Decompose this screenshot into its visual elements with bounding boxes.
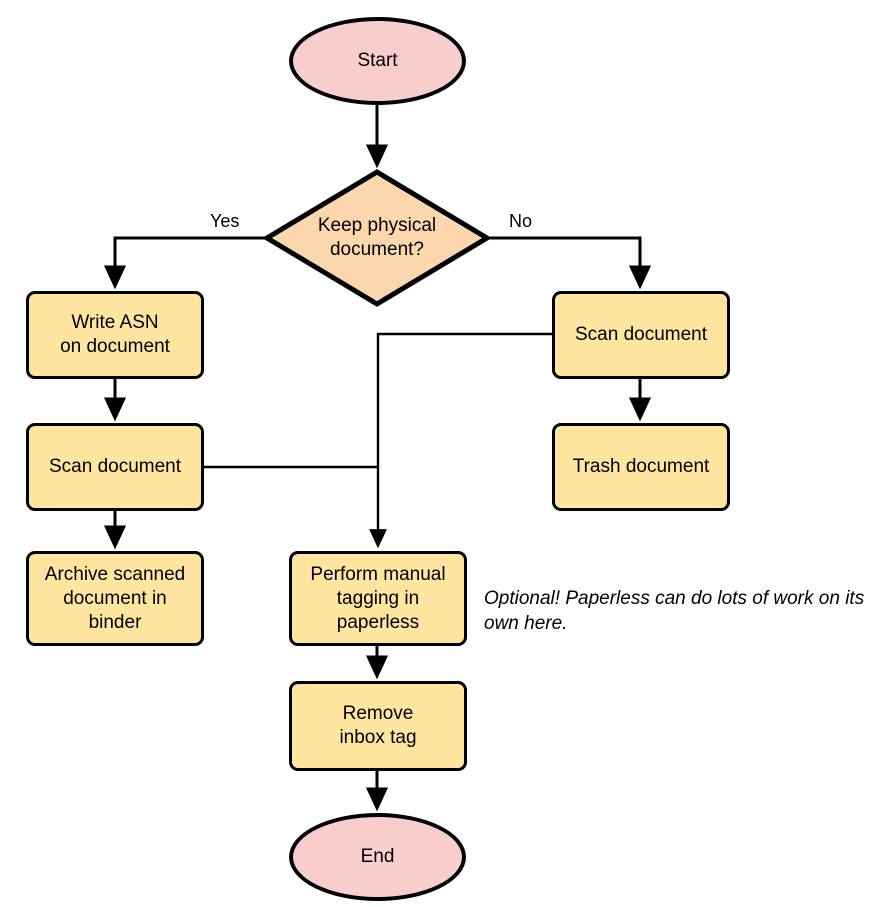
node-end[interactable]: End — [289, 813, 466, 901]
annotation-optional-note-text: Optional! Paperless can do lots of work … — [484, 588, 865, 634]
edge-label-yes: Yes — [210, 211, 239, 231]
annotation-optional-note: Optional! Paperless can do lots of work … — [484, 586, 884, 636]
node-scan-document-left[interactable]: Scan document — [26, 423, 204, 511]
edge-decision-yes-to-write-asn — [103, 236, 265, 290]
node-trash-document-label: Trash document — [572, 456, 710, 477]
node-trash-document[interactable]: Trash document — [552, 423, 730, 511]
node-start[interactable]: Start — [289, 17, 466, 105]
edge-label-yes-text: Yes — [210, 211, 240, 231]
edge-scan-right-to-manual-tagging — [369, 332, 552, 549]
edge-label-no: No — [509, 211, 532, 231]
diamond-shape — [264, 169, 490, 307]
node-scan-document-right-label: Scan document — [574, 324, 708, 345]
node-scan-document-right[interactable]: Scan document — [552, 291, 730, 379]
node-end-label: End — [360, 846, 395, 867]
edge-decision-no-to-scan-right — [490, 236, 652, 290]
node-scan-document-left-label: Scan document — [48, 456, 182, 477]
node-start-label: Start — [357, 50, 398, 71]
edge-label-no-text: No — [509, 211, 533, 231]
